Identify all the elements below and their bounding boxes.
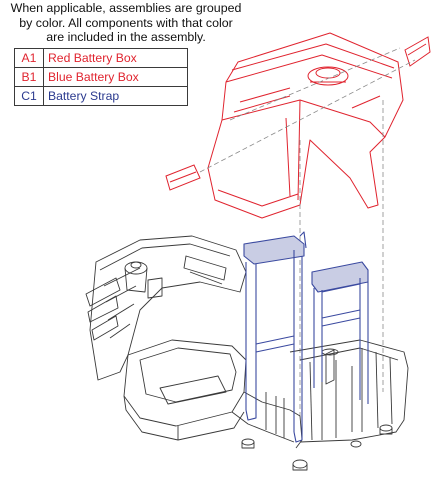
legend-label-b1: Blue Battery Box [43, 67, 188, 87]
legend-row-c1: C1 Battery Strap [14, 86, 188, 106]
assembly-note: When applicable, assemblies are grouped … [0, 1, 252, 45]
battery-strap-assembly [243, 231, 369, 443]
assembly-note-line-3: are included in the assembly. [46, 30, 206, 44]
scooter-base-chassis [85, 235, 409, 471]
red-battery-box-cover [207, 32, 404, 219]
legend-label-a1: Red Battery Box [43, 48, 188, 68]
legend-row-b1: B1 Blue Battery Box [14, 67, 188, 87]
legend-label-c1: Battery Strap [43, 86, 188, 106]
red-side-tab-left [165, 164, 201, 191]
assembly-note-line-1: When applicable, assemblies are grouped [10, 1, 242, 15]
exploded-guide-lines [199, 47, 416, 418]
legend-code-c1: C1 [14, 86, 44, 106]
assembly-legend-table: A1 Red Battery Box B1 Blue Battery Box C… [14, 48, 188, 106]
red-side-tab-right [404, 36, 431, 67]
assembly-note-line-2: by color. All components with that color [19, 15, 233, 30]
legend-row-a1: A1 Red Battery Box [14, 48, 188, 68]
